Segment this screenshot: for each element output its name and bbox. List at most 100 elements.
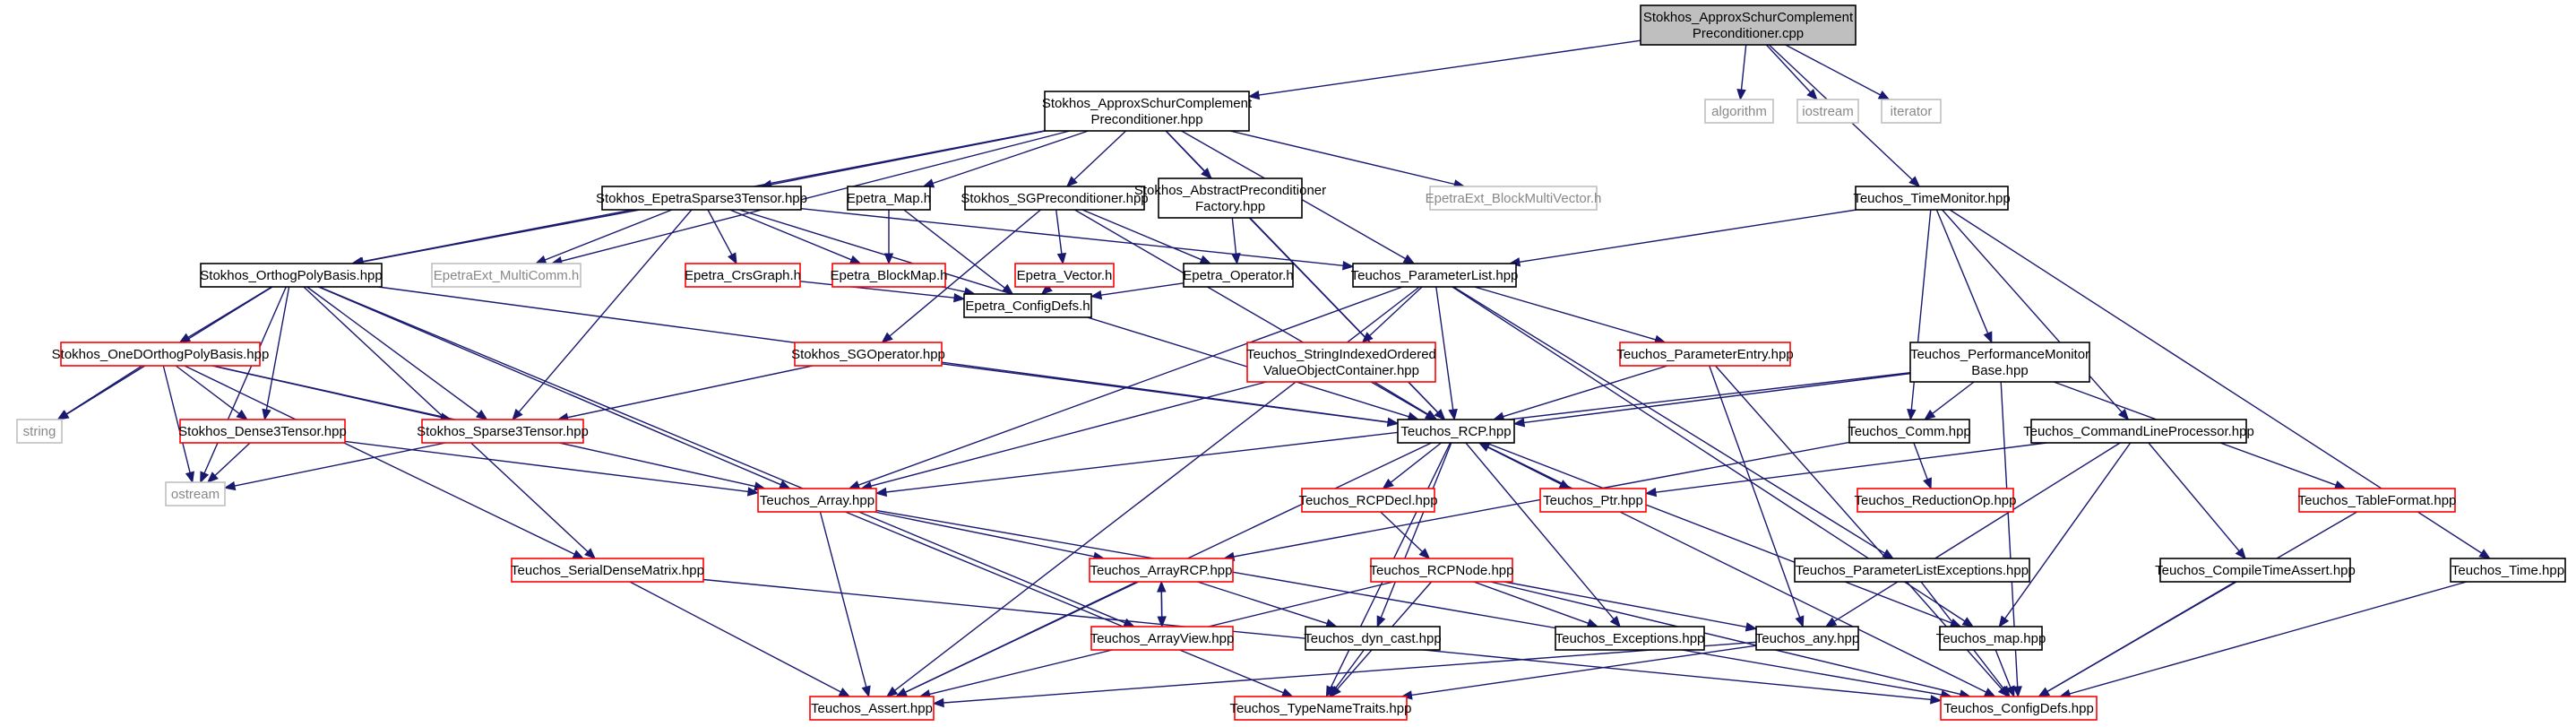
node-arrayrcp[interactable]: Teuchos_ArrayRCP.hpp [1089, 558, 1234, 583]
edge-arrowhead [1983, 688, 1996, 697]
node-rcpdecl[interactable]: Teuchos_RCPDecl.hpp [1298, 488, 1438, 513]
edge-arrowhead [1199, 255, 1212, 264]
node-label: Preconditioner.hpp [1090, 112, 1202, 127]
node-box [16, 419, 63, 444]
edge-line [1248, 217, 1439, 413]
node-exceptions[interactable]: Teuchos_Exceptions.hpp [1555, 626, 1705, 651]
edge-arrowhead [584, 548, 597, 559]
node-reductionop[interactable]: Teuchos_ReductionOp.hpp [1855, 488, 2017, 513]
node-label: Epetra_BlockMap.h [831, 268, 948, 283]
edge-arrowhead [1999, 685, 2011, 698]
node-dyncast[interactable]: Teuchos_dyn_cast.hpp [1304, 626, 1442, 651]
edge-dense3-to-array [344, 440, 760, 497]
node-configdefs_ep[interactable]: Epetra_ConfigDefs.h [963, 293, 1092, 318]
node-epoperator[interactable]: Epetra_Operator.h [1183, 263, 1294, 288]
node-any[interactable]: Teuchos_any.hpp [1755, 626, 1859, 651]
node-box [809, 696, 935, 721]
edge-line [1474, 286, 1656, 341]
edge-stringidx-to-rcp [1374, 381, 1438, 420]
node-algorithm: algorithm [1704, 99, 1774, 124]
node-epvector[interactable]: Epetra_Vector.h [1014, 263, 1115, 288]
node-box [1857, 488, 2014, 513]
node-plexc[interactable]: Teuchos_ParameterListExceptions.hpp [1794, 558, 2030, 583]
node-tableformat[interactable]: Teuchos_TableFormat.hpp [2298, 488, 2457, 513]
edge-line [1452, 286, 1885, 554]
node-box [601, 186, 802, 211]
edge-line [1160, 591, 1163, 627]
edge-array-to-configdefs [875, 509, 1953, 700]
edge-line [162, 365, 191, 473]
node-label: Teuchos_ParameterEntry.hpp [1616, 347, 1793, 362]
edge-any-to-assert [932, 641, 1757, 708]
node-absprec[interactable]: Stokhos_AbstractPreconditionerFactory.hp… [1134, 177, 1326, 219]
node-paramentry[interactable]: Teuchos_ParameterEntry.hpp [1616, 342, 1794, 367]
node-epsparse[interactable]: Stokhos_EpetraSparse3Tensor.hpp [596, 186, 807, 211]
edge-arrowhead [849, 255, 862, 264]
node-orthog[interactable]: Stokhos_OrthogPolyBasis.hpp [200, 263, 383, 288]
node-sparse3[interactable]: Stokhos_Sparse3Tensor.hpp [417, 419, 589, 444]
edge-epsparse-to-multicomm [534, 209, 673, 264]
edge-epsparse-to-orthog [351, 209, 640, 267]
edge-line [943, 641, 1757, 704]
node-label: Teuchos_RCP.hpp [1400, 424, 1511, 439]
edge-rcp-to-dyncast [1376, 442, 1452, 628]
edge-arrowhead [1512, 418, 1526, 428]
node-label: Epetra_Operator.h [1183, 268, 1293, 283]
edge-perfmon-to-rcp [1512, 373, 1911, 428]
node-box [2030, 419, 2247, 444]
node-sgprec[interactable]: Stokhos_SGPreconditioner.hpp [961, 186, 1149, 211]
node-epmap[interactable]: Epetra_Map.h [847, 186, 931, 211]
node-label: Teuchos_dyn_cast.hpp [1304, 631, 1441, 646]
node-typenametraits[interactable]: Teuchos_TypeNameTraits.hpp [1230, 696, 1412, 721]
node-box [1940, 696, 2098, 721]
node-crsgraph[interactable]: Epetra_CrsGraph.h [685, 263, 801, 288]
edge-arrowhead [2478, 549, 2492, 559]
edge-line [1258, 39, 1641, 96]
node-label: Teuchos_any.hpp [1755, 631, 1859, 646]
node-map[interactable]: Teuchos_map.hpp [1936, 626, 2046, 651]
edge-arrowhead [1930, 695, 1943, 705]
node-rcp[interactable]: Teuchos_RCP.hpp [1397, 419, 1515, 444]
node-timemonitor[interactable]: Teuchos_TimeMonitor.hpp [1853, 186, 2011, 211]
node-dense3[interactable]: Stokhos_Dense3Tensor.hpp [178, 419, 347, 444]
edge-epsparse-to-crsgraph [707, 209, 737, 265]
node-stringidx[interactable]: Teuchos_StringIndexedOrderedValueObjectC… [1246, 342, 1436, 383]
edge-paramlist-to-plexc [1452, 286, 1895, 559]
edge-arrowhead [1065, 176, 1078, 187]
node-configdefs[interactable]: Teuchos_ConfigDefs.hpp [1940, 696, 2098, 721]
node-serialdense[interactable]: Teuchos_SerialDenseMatrix.hpp [511, 558, 704, 583]
node-box [511, 558, 704, 583]
edge-epsparse-to-sparse3 [512, 209, 693, 420]
node-hpp[interactable]: Stokhos_ApproxSchurComplementPreconditio… [1042, 91, 1253, 132]
edge-line [1465, 442, 1615, 620]
edge-arrowhead [838, 688, 851, 697]
node-blockmap[interactable]: Epetra_BlockMap.h [831, 263, 948, 288]
node-paramlist[interactable]: Teuchos_ParameterList.hpp [1351, 263, 1519, 288]
node-box [1796, 99, 1859, 124]
node-array[interactable]: Teuchos_Array.hpp [757, 488, 877, 513]
edge-timemonitor-to-perfmon [1935, 209, 1993, 344]
node-box [1089, 558, 1234, 583]
edge-arrowhead [1386, 417, 1400, 428]
edge-arrowhead [1231, 253, 1241, 265]
edge-paramlist-to-rcp [1435, 286, 1458, 421]
node-root[interactable]: Stokhos_ApproxSchurComplementPreconditio… [1640, 4, 1857, 46]
node-cmdline[interactable]: Teuchos_CommandLineProcessor.hpp [2023, 419, 2254, 444]
node-arrayview[interactable]: Teuchos_ArrayView.hpp [1090, 626, 1235, 651]
node-time[interactable]: Teuchos_Time.hpp [2450, 558, 2566, 583]
node-rcpnode[interactable]: Teuchos_RCPNode.hpp [1370, 558, 1514, 583]
node-oned[interactable]: Stokhos_OneDOrthogPolyBasis.hpp [52, 342, 270, 367]
node-compiletime[interactable]: Teuchos_CompileTimeAssert.hpp [2155, 558, 2356, 583]
node-comm[interactable]: Teuchos_Comm.hpp [1848, 419, 1971, 444]
node-assert[interactable]: Teuchos_Assert.hpp [809, 696, 935, 721]
edge-line [857, 286, 1403, 486]
node-sgoperator[interactable]: Stokhos_SGOperator.hpp [791, 342, 945, 367]
node-ptr[interactable]: Teuchos_Ptr.hpp [1539, 488, 1647, 513]
node-box [757, 488, 877, 513]
edge-line [1655, 442, 2047, 493]
edge-arrowhead [512, 408, 523, 420]
edge-line [799, 281, 955, 299]
edge-line [1055, 209, 1063, 255]
edge-absprec-to-epoperator [1231, 217, 1241, 265]
